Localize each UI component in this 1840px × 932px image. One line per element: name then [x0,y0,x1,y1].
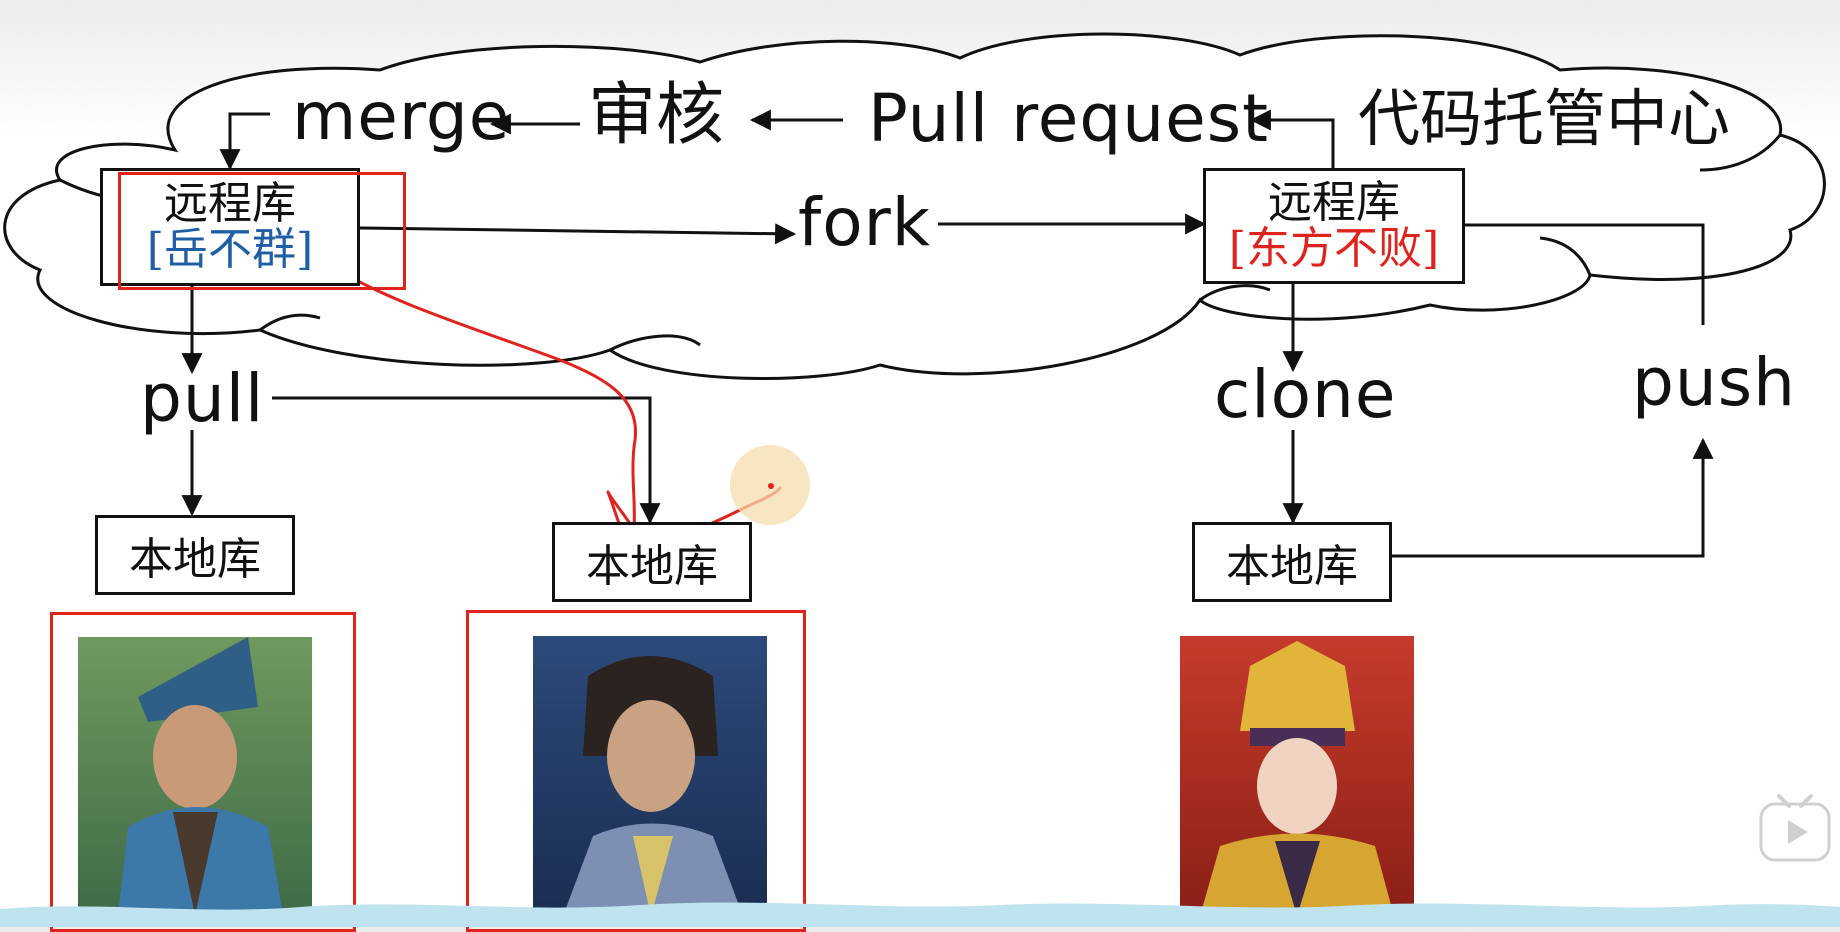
remote-repo-right: 远程库 [东方不败] [1203,168,1465,284]
cursor-highlight [730,445,810,525]
local-repo-1: 本地库 [95,515,295,595]
review-label: 审核 [588,76,725,155]
clone-label: clone [1214,356,1397,433]
bottom-wave-decoration [0,902,1840,927]
push-label: push [1632,344,1796,421]
connectors [181,109,1714,558]
play-button[interactable] [1755,790,1835,870]
remote-left-highlight [118,172,406,290]
remote-repo-left-title: 远程库 [164,177,296,229]
remote-repo-right-title: 远程库 [1268,176,1400,228]
local-repo-1-label: 本地库 [129,534,261,585]
portrait-young-swordsman [533,636,767,916]
local-repo-3-label: 本地库 [1226,541,1358,592]
remote-repo-right-owner: [东方不败] [1228,223,1440,274]
cloud-title: 代码托管中心 [1358,82,1731,155]
local-repo-2: 本地库 [552,522,752,602]
cloud-shape [3,32,1826,380]
pull-label: pull [140,360,265,437]
remote-repo-left: 远程库 [岳不群] [100,168,360,286]
fork-label: fork [798,184,931,261]
pull-request-label: Pull request [868,80,1270,157]
remote-repo-left-owner: [岳不群] [146,224,314,275]
portrait-golden-crown-lady [1180,636,1414,916]
portrait-blue-robe-hat [78,637,312,915]
play-icon [1759,794,1831,862]
local-repo-3: 本地库 [1192,522,1392,602]
merge-label: merge [292,78,511,155]
local-repo-2-label: 本地库 [586,541,718,592]
